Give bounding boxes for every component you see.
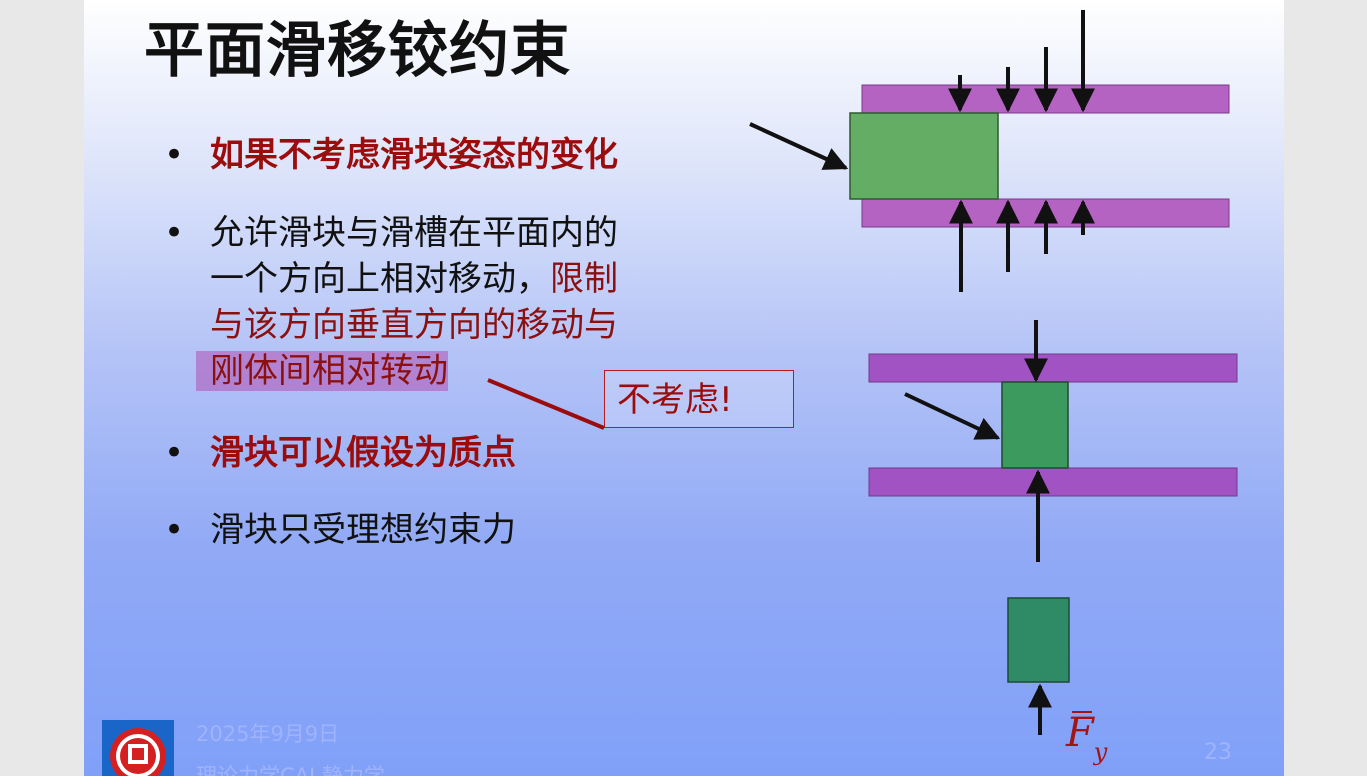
- bullet-2-line2a: 一个方向上相对移动，: [210, 259, 550, 299]
- footer-course: 理论力学CAI 静力学: [196, 764, 385, 776]
- slider-block: [1001, 381, 1069, 469]
- applied-force-arrow: [749, 122, 849, 170]
- bullet-2-line4: 刚体间相对转动: [196, 348, 618, 394]
- bullet-dot: •: [164, 510, 185, 550]
- bullet-dot: •: [164, 213, 185, 253]
- applied-force-arrow: [904, 392, 1001, 440]
- highlighted-phrase: 刚体间相对转动: [196, 351, 448, 391]
- force-subscript: y: [1093, 738, 1108, 766]
- bullet-2-line1: 允许滑块与滑槽在平面内的: [210, 213, 618, 253]
- force-label: Fy: [1066, 710, 1107, 766]
- callout-connector: [487, 378, 605, 430]
- force-symbol: F: [1066, 710, 1094, 756]
- university-logo-icon: [102, 720, 174, 776]
- bullet-1-text: 如果不考虑滑块姿态的变化: [210, 135, 618, 175]
- bullet-2-line2b: 限制: [550, 259, 618, 299]
- footer-date: 2025年9月9日: [196, 722, 340, 746]
- bullet-3-text: 滑块可以假设为质点: [210, 433, 516, 473]
- bullet-dot: •: [164, 433, 185, 473]
- slide-title: 平面滑移铰约束: [144, 16, 571, 86]
- callout-box: 不考虑!: [604, 370, 794, 428]
- slide: 平面滑移铰约束 • 如果不考虑滑块姿态的变化 • 允许滑块与滑槽在平面内的 一个…: [84, 0, 1284, 776]
- bullet-2-line3: 与该方向垂直方向的移动与: [210, 305, 618, 345]
- lower-track: [868, 467, 1238, 497]
- bullet-4-text: 滑块只受理想约束力: [210, 510, 516, 550]
- bullet-2-line2: 一个方向上相对移动，限制: [210, 256, 618, 302]
- particle-block: [1007, 597, 1070, 683]
- upper-track: [868, 353, 1238, 383]
- page-number: 23: [1204, 740, 1232, 765]
- bullet-dot: •: [164, 135, 185, 175]
- bullet-2-text: 允许滑块与滑槽在平面内的 一个方向上相对移动，限制 与该方向垂直方向的移动与 刚…: [196, 210, 618, 394]
- slider-block: [849, 112, 999, 200]
